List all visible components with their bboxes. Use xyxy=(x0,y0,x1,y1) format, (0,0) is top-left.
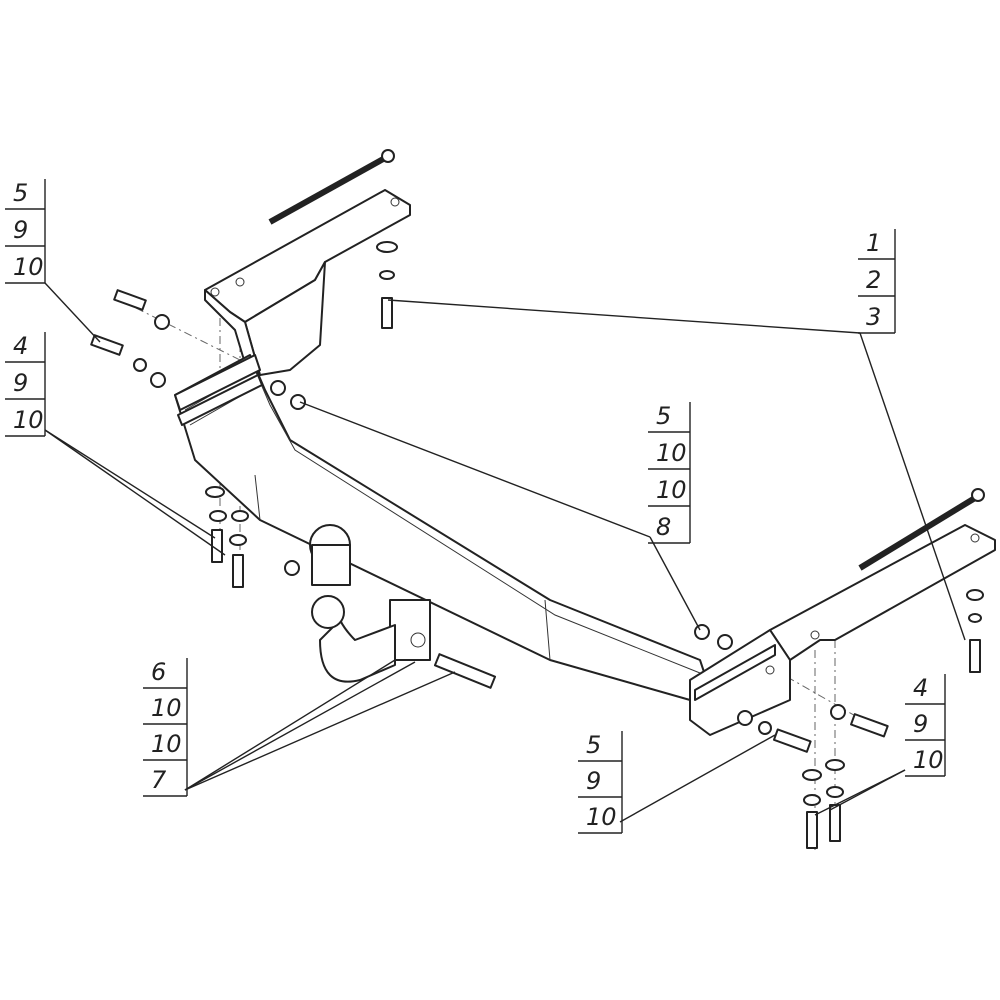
washer xyxy=(803,794,821,806)
nut xyxy=(694,624,710,640)
callout-number: 10 xyxy=(656,439,687,467)
washer xyxy=(825,759,845,771)
washer xyxy=(231,510,249,522)
callout-number: 10 xyxy=(13,253,44,281)
bolt xyxy=(969,639,981,673)
washer xyxy=(205,486,225,498)
callout-top-left: 5 9 10 xyxy=(5,179,46,284)
bolt xyxy=(806,811,818,849)
threaded-rod-left xyxy=(268,149,395,225)
washer xyxy=(229,534,247,546)
bolt xyxy=(211,529,223,563)
callout-number: 4 xyxy=(13,332,28,360)
nut xyxy=(737,710,753,726)
callout-number: 9 xyxy=(913,710,928,738)
callout-number: 4 xyxy=(913,674,928,702)
bolt xyxy=(376,241,398,329)
callout-number: 5 xyxy=(586,731,601,759)
threaded-rod-right xyxy=(858,488,985,571)
callout-number: 6 xyxy=(151,658,166,686)
callout-right-top: 1 2 3 xyxy=(858,229,896,334)
washer xyxy=(209,510,227,522)
washer xyxy=(826,786,844,798)
callout-number: 3 xyxy=(866,303,881,331)
leader-lines xyxy=(44,282,966,823)
bolt xyxy=(829,804,841,842)
callout-number: 7 xyxy=(151,766,167,794)
callout-number: 1 xyxy=(866,229,881,257)
callout-number: 10 xyxy=(913,746,944,774)
fasteners xyxy=(90,241,984,849)
tow-ball-assembly xyxy=(309,524,431,683)
callout-bottom-left: 6 10 10 7 xyxy=(143,658,188,797)
callout-number: 9 xyxy=(586,767,601,795)
nut xyxy=(830,704,846,720)
main-crossbeam xyxy=(174,354,711,701)
bolt xyxy=(90,334,166,388)
bolt xyxy=(772,728,812,753)
callout-bottom-right: 4 9 10 xyxy=(905,674,946,777)
washer xyxy=(802,769,822,781)
washer xyxy=(966,589,984,601)
callout-number: 2 xyxy=(866,266,881,294)
callout-number: 5 xyxy=(656,402,671,430)
callout-number: 10 xyxy=(151,730,182,758)
bolt xyxy=(433,653,497,689)
nut xyxy=(284,560,300,576)
callout-number: 10 xyxy=(151,694,182,722)
washer xyxy=(968,613,982,623)
bolt xyxy=(232,554,244,588)
nut xyxy=(717,634,733,650)
callout-number: 9 xyxy=(13,216,28,244)
callout-number: 10 xyxy=(13,406,44,434)
callout-number: 8 xyxy=(656,513,671,541)
callout-number: 10 xyxy=(656,476,687,504)
callout-number: 9 xyxy=(13,369,28,397)
bolt xyxy=(113,289,170,330)
left-mounting-bracket xyxy=(204,189,411,381)
nut xyxy=(290,394,306,410)
callout-left-middle: 4 9 10 xyxy=(5,332,46,437)
callout-number: 5 xyxy=(13,179,28,207)
callout-center: 5 10 10 8 xyxy=(648,402,691,544)
callout-bottom-center: 5 9 10 xyxy=(578,731,623,834)
washer xyxy=(758,721,772,735)
callout-number: 10 xyxy=(586,803,617,831)
bolt xyxy=(850,713,889,738)
right-mounting-bracket xyxy=(689,524,996,736)
callout-labels: 5 9 10 4 9 10 1 2 3 5 10 10 8 6 10 10 7 5 9 10 4 9 10 xyxy=(5,179,946,834)
nut xyxy=(270,380,286,396)
